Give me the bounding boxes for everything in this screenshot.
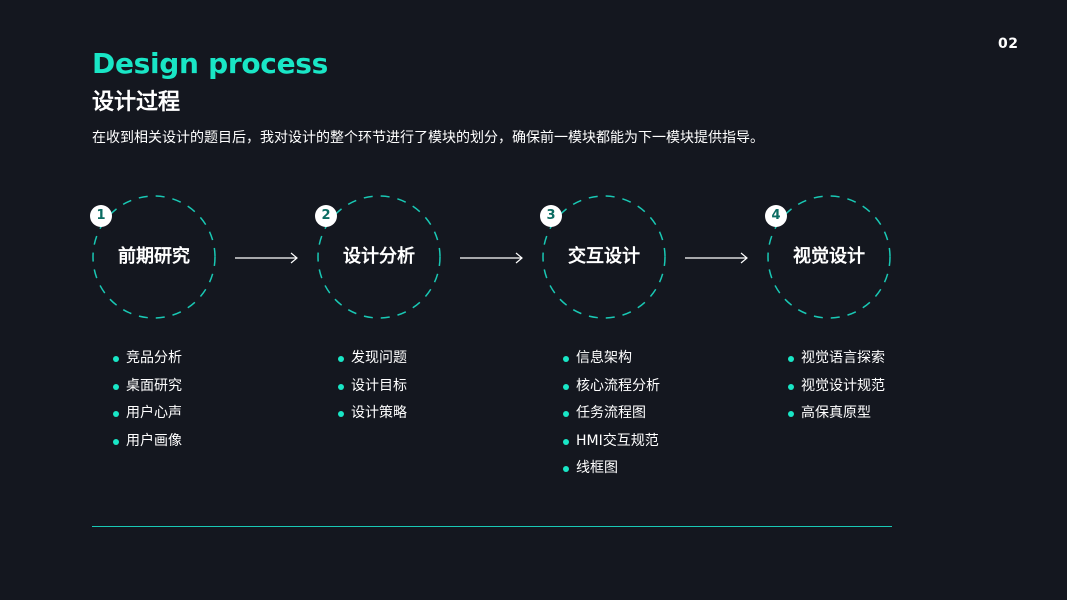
process-step-2: 2 设计分析 [315, 195, 441, 319]
bullet-dot-icon [113, 438, 119, 445]
list-item: 任务流程图 [563, 400, 660, 428]
page-description: 在收到相关设计的题目后，我对设计的整个环节进行了模块的划分，确保前一模块都能为下… [92, 130, 764, 146]
list-item-label: 任务流程图 [576, 405, 646, 422]
bullet-dot-icon [563, 411, 569, 418]
list-item: 用户心声 [113, 400, 182, 428]
bullet-dot-icon [563, 466, 569, 473]
page-title-english: Design process [92, 47, 329, 80]
list-item-label: 竞品分析 [126, 350, 182, 366]
process-step-4: 4 视觉设计 [765, 195, 891, 319]
list-item: 视觉语言探索 [788, 345, 885, 373]
step-3-task-list: 信息架构 核心流程分析 任务流程图 HMI交互规范 线框图 [563, 345, 660, 483]
bullet-dot-icon [338, 383, 344, 390]
step-label: 设计分析 [343, 246, 415, 267]
bullet-dot-icon [563, 356, 569, 362]
list-item: 视觉设计规范 [788, 373, 885, 401]
list-item-label: 线框图 [576, 460, 618, 477]
list-item: 设计目标 [338, 373, 407, 401]
process-step-1: 1 前期研究 [90, 195, 216, 319]
page-title-chinese: 设计过程 [92, 90, 181, 115]
dashed-circle-icon [542, 195, 666, 319]
list-item: 用户画像 [113, 428, 182, 456]
bullet-dot-icon [338, 411, 344, 418]
bullet-dot-icon [113, 356, 119, 362]
step-1-task-list: 竞品分析 桌面研究 用户心声 用户画像 [113, 345, 182, 455]
list-item-label: 视觉语言探索 [801, 350, 885, 366]
step-number-badge: 3 [540, 205, 562, 227]
list-item-label: 设计策略 [351, 405, 407, 422]
list-item-label: HMI交互规范 [576, 432, 659, 449]
list-item: HMI交互规范 [563, 428, 660, 456]
arrow-right-icon [235, 252, 298, 264]
list-item: 线框图 [563, 455, 660, 483]
step-number-badge: 2 [315, 205, 337, 227]
step-4-task-list: 视觉语言探索 视觉设计规范 高保真原型 [788, 345, 885, 428]
list-item-label: 用户画像 [126, 432, 182, 449]
bottom-divider [92, 526, 892, 527]
list-item: 发现问题 [338, 345, 407, 373]
bullet-dot-icon [788, 411, 794, 418]
step-number-badge: 4 [765, 205, 787, 227]
bullet-dot-icon [788, 356, 794, 362]
list-item-label: 高保真原型 [801, 405, 871, 422]
list-item-label: 桌面研究 [126, 377, 182, 394]
step-label: 前期研究 [118, 246, 190, 267]
dashed-circle-icon [767, 195, 891, 319]
arrow-right-icon [460, 252, 523, 264]
bullet-dot-icon [113, 411, 119, 418]
list-item: 信息架构 [563, 345, 660, 373]
step-label: 交互设计 [568, 246, 640, 267]
bullet-dot-icon [563, 383, 569, 390]
list-item-label: 用户心声 [126, 405, 182, 422]
list-item: 桌面研究 [113, 373, 182, 401]
list-item: 高保真原型 [788, 400, 885, 428]
step-label: 视觉设计 [793, 246, 865, 267]
list-item: 竞品分析 [113, 345, 182, 373]
bullet-dot-icon [788, 383, 794, 390]
list-item-label: 设计目标 [351, 377, 407, 394]
process-step-3: 3 交互设计 [540, 195, 666, 319]
arrow-right-icon [685, 252, 748, 264]
bullet-dot-icon [338, 356, 344, 362]
bullet-dot-icon [113, 383, 119, 390]
list-item: 核心流程分析 [563, 373, 660, 401]
bullet-dot-icon [563, 438, 569, 445]
dashed-circle-icon [317, 195, 441, 319]
step-number-badge: 1 [90, 205, 112, 227]
list-item-label: 信息架构 [576, 350, 632, 366]
dashed-circle-icon [92, 195, 216, 319]
page-number: 02 [998, 36, 1019, 52]
list-item: 设计策略 [338, 400, 407, 428]
list-item-label: 核心流程分析 [576, 377, 660, 394]
list-item-label: 发现问题 [351, 350, 407, 366]
list-item-label: 视觉设计规范 [801, 377, 885, 394]
step-2-task-list: 发现问题 设计目标 设计策略 [338, 345, 407, 428]
